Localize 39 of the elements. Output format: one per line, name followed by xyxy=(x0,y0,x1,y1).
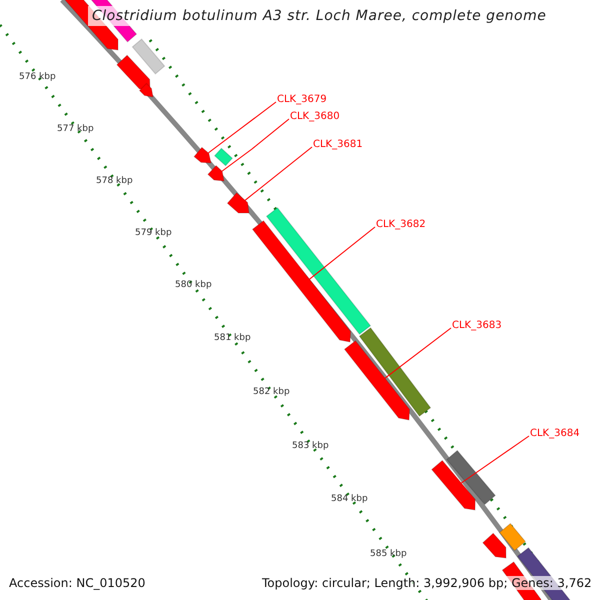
gene-feature xyxy=(498,522,526,552)
gene-feature xyxy=(207,164,225,182)
leader-line xyxy=(460,436,530,484)
scale-label: 579 kbp xyxy=(135,228,172,238)
gene-feature xyxy=(431,460,476,511)
leader-line xyxy=(208,102,276,154)
scale-label: 583 kbp xyxy=(292,441,329,451)
gene-label: CLK_3679 xyxy=(277,94,327,106)
gene-feature xyxy=(266,207,372,335)
scale-label: 581 kbp xyxy=(214,333,251,343)
gene-label: CLK_3684 xyxy=(530,428,580,440)
scale-label: 582 kbp xyxy=(253,387,290,397)
leader-line xyxy=(384,328,452,379)
scale-label: 576 kbp xyxy=(19,72,56,82)
footer-text: Topology: circular; Length: 3,992,906 bp; Genes: 3,762 xyxy=(262,576,592,590)
gene-feature xyxy=(138,82,154,98)
scale-label: 577 kbp xyxy=(57,124,94,134)
gene-feature xyxy=(193,146,212,164)
gene-label: CLK_3681 xyxy=(313,139,363,151)
gene-feature xyxy=(116,54,151,91)
gene-feature xyxy=(214,148,234,166)
gene-feature xyxy=(226,192,250,214)
scale-label: 578 kbp xyxy=(96,176,133,186)
leader-line xyxy=(309,226,376,280)
scale-label: 585 kbp xyxy=(370,549,407,559)
gene-feature xyxy=(446,450,496,506)
footer-text: Accession: NC_010520 xyxy=(9,576,146,590)
leader-line xyxy=(222,118,290,172)
gene-feature xyxy=(358,327,432,417)
gene-feature xyxy=(344,340,410,421)
gene-label: CLK_3680 xyxy=(290,111,340,123)
gene-feature xyxy=(252,220,352,343)
scale-label: 584 kbp xyxy=(331,494,368,504)
scale-label: 580 kbp xyxy=(175,280,212,290)
gene-feature xyxy=(482,532,506,559)
gene-feature xyxy=(132,38,166,75)
gene-label: CLK_3682 xyxy=(376,219,426,231)
gene-label: CLK_3683 xyxy=(452,320,502,332)
leader-line xyxy=(244,146,312,201)
